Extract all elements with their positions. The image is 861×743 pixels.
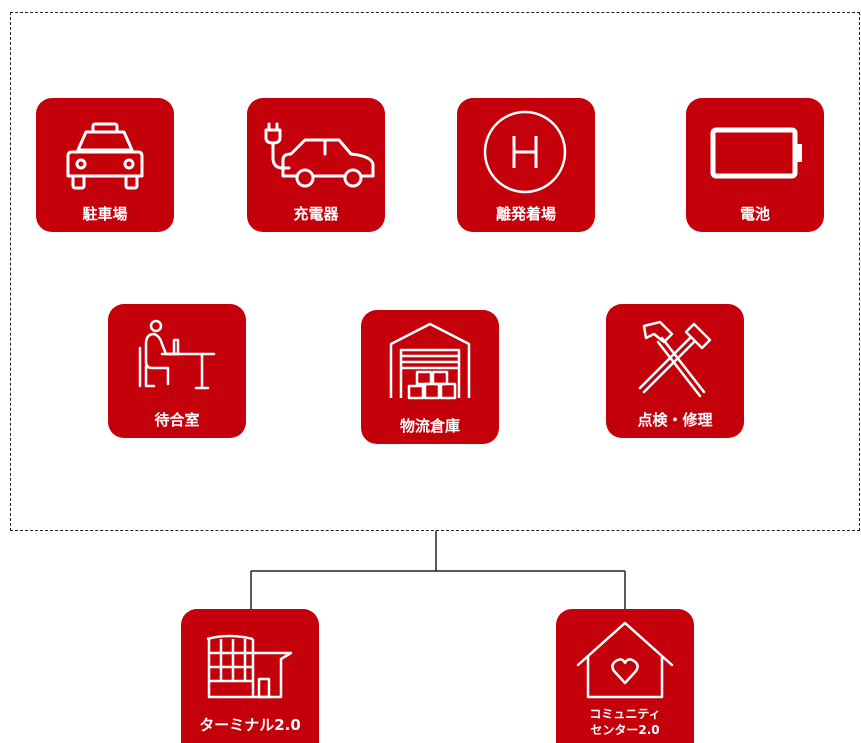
tile-label: 待合室 <box>154 411 200 429</box>
tile-community-center: コミュニティ センター2.0 <box>556 609 694 743</box>
tile-helipad: 離発着場 <box>457 98 595 232</box>
taxi-icon <box>66 122 144 190</box>
tile-label: 物流倉庫 <box>399 417 460 435</box>
tile-warehouse: 物流倉庫 <box>361 310 499 444</box>
facilities-group-frame <box>10 12 860 531</box>
terminal-building-icon <box>206 634 293 699</box>
tile-label-line1: コミュニティ <box>589 707 661 721</box>
tile-label: 駐車場 <box>82 205 128 223</box>
helipad-icon <box>483 110 567 194</box>
tile-battery: 電池 <box>686 98 824 232</box>
tile-label: 離発着場 <box>495 205 556 223</box>
tile-waiting-room: 待合室 <box>108 304 246 438</box>
hammer-tools-icon <box>638 320 712 398</box>
tile-inspection-repair: 点検・修理 <box>606 304 744 438</box>
house-heart-icon <box>576 621 674 699</box>
tile-charger: 充電器 <box>247 98 385 232</box>
waiting-room-icon <box>138 319 216 390</box>
ev-charging-car-icon <box>264 122 375 188</box>
tile-label: ターミナル2.0 <box>199 716 301 734</box>
tile-label: 充電器 <box>293 205 339 223</box>
warehouse-icon <box>389 322 471 400</box>
tile-label: 電池 <box>739 205 770 223</box>
tile-parking: 駐車場 <box>36 98 174 232</box>
tile-label-line2: センター2.0 <box>590 723 660 737</box>
tile-label: 点検・修理 <box>637 411 713 429</box>
tile-terminal: ターミナル2.0 <box>181 609 319 743</box>
battery-icon <box>710 127 802 179</box>
